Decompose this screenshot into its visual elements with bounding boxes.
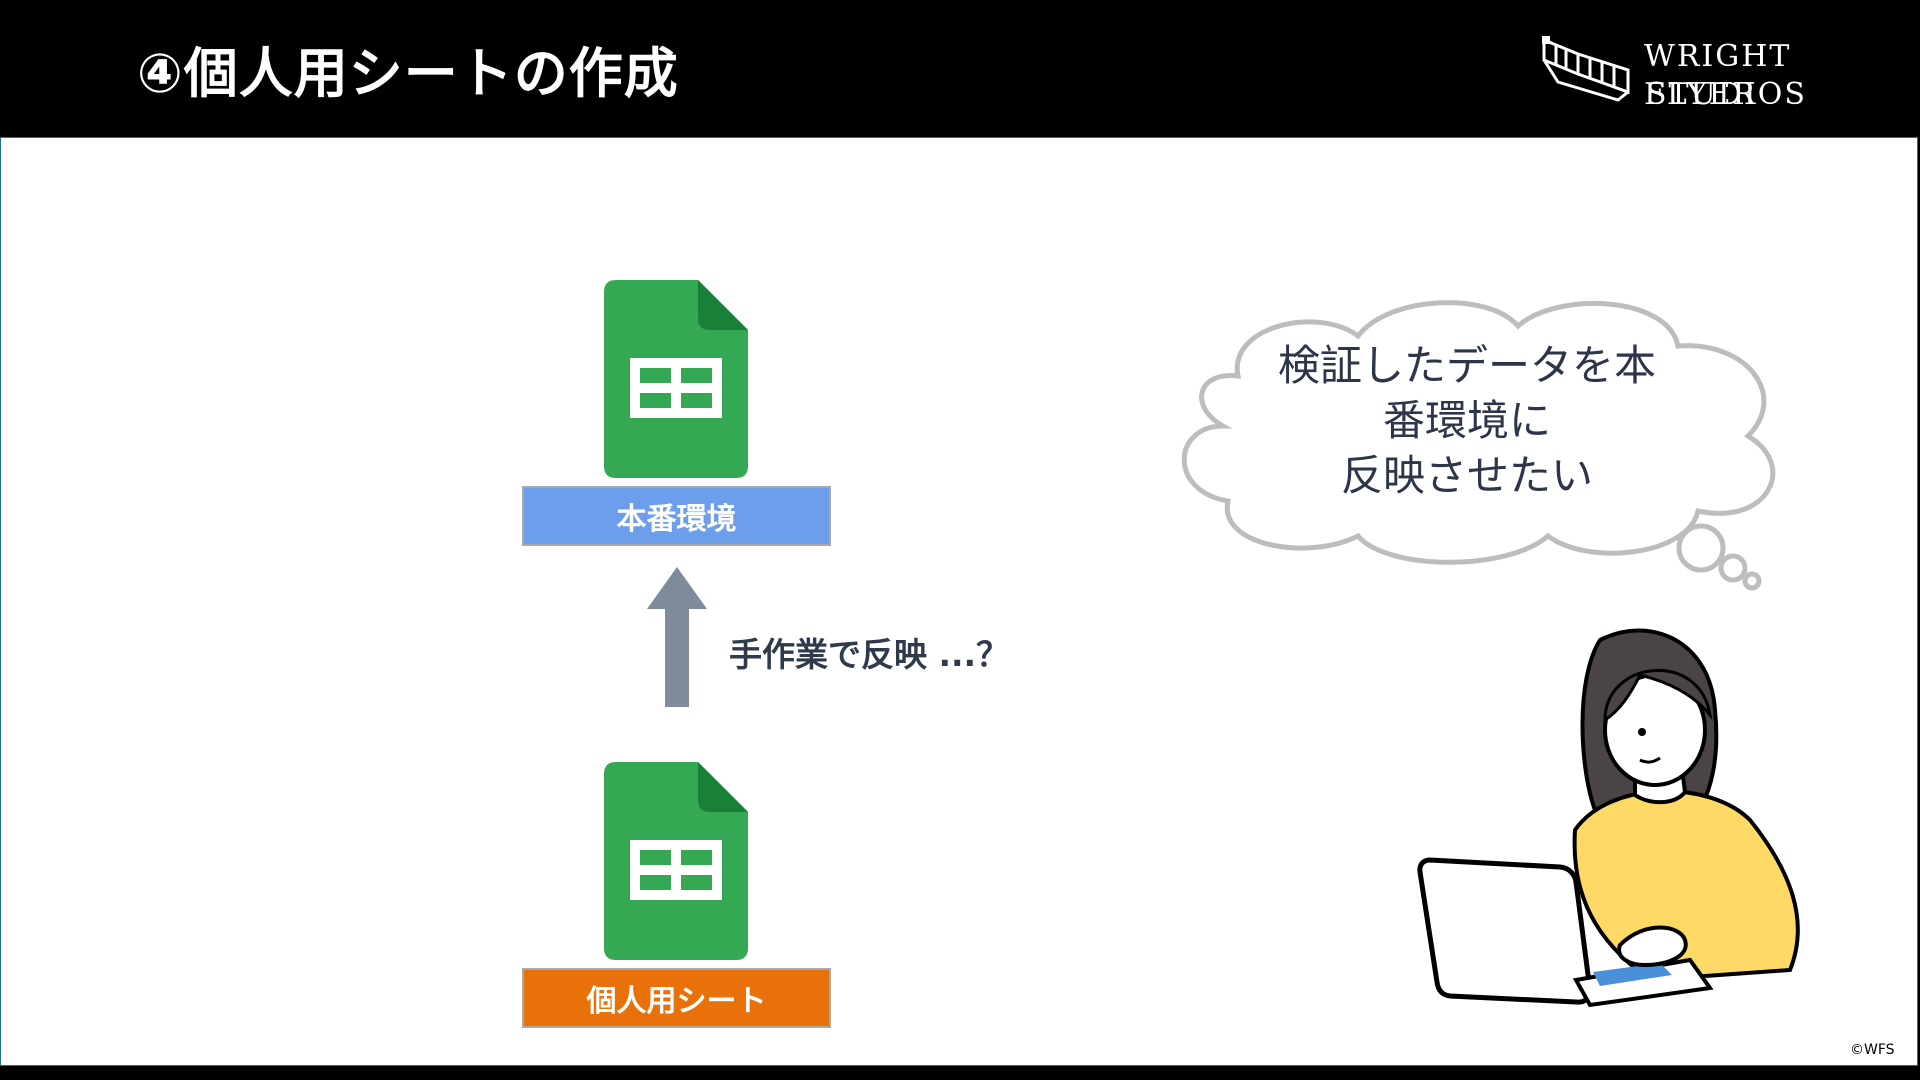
thought-line-3: 反映させたい (1340, 451, 1593, 500)
thought-line-2: 番環境に (1382, 396, 1551, 445)
logo-text-line2: STUDIOS (1646, 77, 1807, 112)
thought-line-1: 検証したデータを本 (1277, 341, 1656, 390)
woman-with-laptop-illustration (1417, 628, 1800, 1008)
page-title: ④個人用シートの作成 (137, 42, 679, 105)
thought-text: 検証したデータを本 番環境に 反映させたい (1262, 338, 1672, 503)
arrow-up-icon (647, 567, 707, 707)
logo-text-line1: WRIGHT FLYER (1644, 39, 1792, 112)
google-sheets-icon (604, 280, 748, 478)
google-sheets-icon (604, 762, 748, 960)
company-logo: WRIGHT FLYER STUDIOS (1538, 30, 1898, 112)
manual-reflect-text: 手作業で反映 ...？ (729, 635, 1010, 674)
header-bar: ④個人用シートの作成 WRIGHT FLYER STUDIOS (0, 0, 1920, 137)
personal-sheet-label: 個人用シート (522, 968, 831, 1028)
thought-cloud (1181, 300, 1776, 591)
biplane-logo-icon (1542, 36, 1630, 102)
production-env-label: 本番環境 (522, 486, 831, 546)
copyright-text: ©WFS (1850, 1042, 1895, 1058)
